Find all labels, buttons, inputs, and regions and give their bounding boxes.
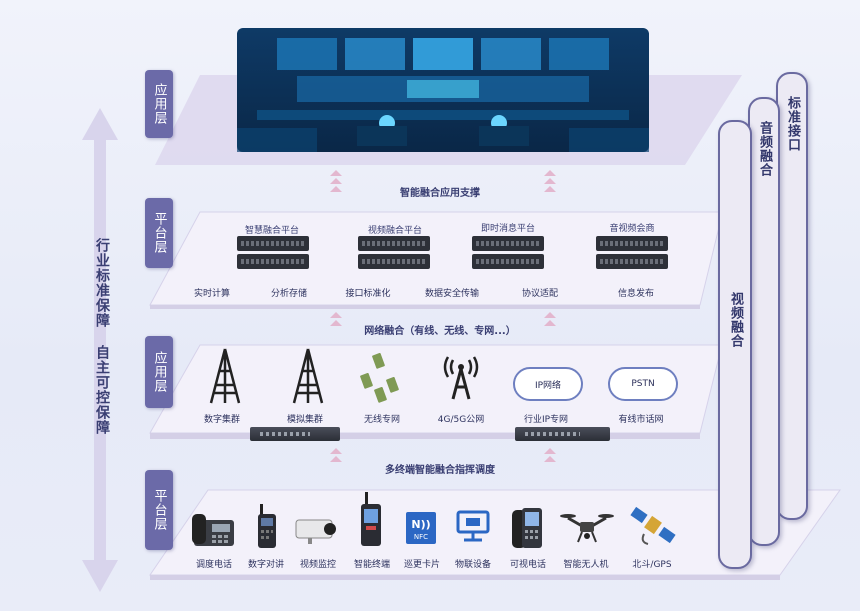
platform-label-smart-fusion: 智慧融合平台 [244,226,300,236]
server-instant-message [472,236,544,270]
platform-layer-4-edge [150,575,780,580]
svg-text:NFC: NFC [414,533,428,541]
up-arrow-right-3 [544,448,556,464]
tower-icon [209,348,241,404]
function-data-secure: 数据安全传输 [424,289,480,299]
tier-label-application-2: 应用层 [145,336,173,408]
left-label-self-controlled: 自主可控保障 [94,345,110,435]
up-arrow-right-1 [544,170,556,194]
function-interface-standard: 接口标准化 [345,289,391,299]
rack-gateway-right [515,427,610,441]
function-info-publish: 信息发布 [617,289,655,299]
cloud-ip-network: IP网络 [513,367,583,401]
wireless-nodes-icon [360,352,399,403]
terminal-patrol-card: 巡更卡片 [403,560,441,570]
network-wired-phone: 有线市话网 [618,415,664,425]
platform-layer-2 [149,211,723,306]
signal-tower-icon [443,356,479,400]
terminal-digital-intercom: 数字对讲 [247,560,285,570]
tier-label-application-top: 应用层 [145,70,173,138]
terminal-beidou-gps: 北斗/GPS [632,560,672,570]
drone-icon [560,514,614,543]
function-realtime-compute: 实时计算 [193,289,231,299]
up-arrow-left-2 [330,312,342,328]
platform-label-video-fusion: 视频融合平台 [367,226,423,236]
camera-icon [295,519,336,544]
left-double-arrow [82,108,118,592]
platform-layer-2-edge [150,305,700,309]
rack-gateway-left [250,427,340,441]
network-digital-trunking: 数字集群 [203,415,241,425]
terminal-dispatch-phone: 调度电话 [195,560,233,570]
tier-label-platform-1: 平台层 [145,198,173,268]
cloud-pstn: PSTN [608,367,678,401]
caption-network-fusion: 网络融合（有线、无线、专网...） [364,326,516,337]
nfc-card-icon: N)) NFC [406,512,436,544]
pillar-audio-fusion: 音频融合 [748,97,780,546]
network-4g5g-public: 4G/5G公网 [437,415,485,425]
left-label-industry-standard: 行业标准保障 [94,238,110,328]
terminal-video-surveillance: 视频监控 [299,560,337,570]
tier-label-platform-2: 平台层 [145,470,173,550]
control-room-screen [237,28,649,152]
function-protocol-adapt: 协议适配 [521,289,559,299]
desk-phone-icon [192,514,234,546]
satellite-icon [630,506,676,545]
up-arrow-left-3 [330,448,342,464]
server-smart-fusion [237,236,309,270]
terminal-smart-terminal: 智能终端 [353,560,391,570]
caption-dispatch: 多终端智能融合指挥调度 [385,465,495,476]
walkie-talkie-icon [258,504,276,548]
svg-text:N)): N)) [411,518,430,531]
video-phone-icon [512,508,542,548]
pillar-video-fusion: 视频融合 [718,120,752,569]
platform-label-av-conference: 音视频会商 [609,224,655,234]
terminal-iot-device: 物联设备 [454,560,492,570]
network-industry-ip: 行业IP专网 [523,415,569,425]
network-wireless-private: 无线专网 [363,415,401,425]
network-analog-trunking: 模拟集群 [286,415,324,425]
server-av-conference [596,236,668,270]
pillar-standard-interface: 标准接口 [776,72,808,520]
platform-label-instant-message: 即时消息平台 [480,224,536,234]
platform-layer-3-edge [150,433,700,439]
up-arrow-right-2 [544,312,556,328]
function-analysis-storage: 分析存储 [270,289,308,299]
terminal-video-phone: 可视电话 [509,560,547,570]
iot-device-icon [456,510,490,542]
up-arrow-left-1 [330,170,342,194]
server-video-fusion [358,236,430,270]
caption-app-support: 智能融合应用支撑 [400,188,480,199]
tower-icon [292,348,324,404]
smart-terminal-icon [361,492,381,546]
terminal-smart-drone: 智能无人机 [563,560,609,570]
